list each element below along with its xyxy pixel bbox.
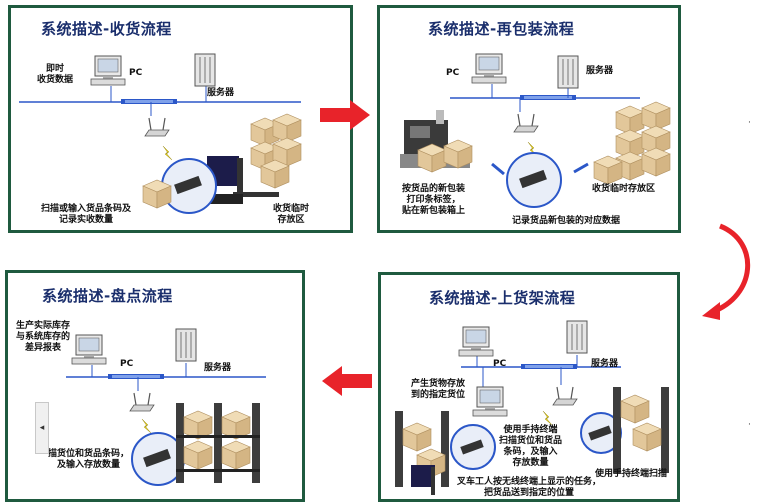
shelve-diagram xyxy=(395,320,669,495)
staging-label: 收货临时存放区 xyxy=(592,184,656,194)
panel-title: 系统描述-收货流程 xyxy=(41,20,172,38)
repack-diagram xyxy=(400,53,671,208)
scanner-icon xyxy=(460,439,484,455)
forklift-task-label: 叉车工人按无线终端上显示的任务， 把货品送到指定的位置 xyxy=(457,477,602,498)
pc-icon xyxy=(471,53,507,84)
pc-icon xyxy=(90,55,126,86)
box-stack-icon xyxy=(250,113,302,189)
difference-report-label: 生产实际库存 与系统库存的 差异报表 xyxy=(16,321,71,353)
panel-repack: 系统描述-再包装流程 PC 服务器 按货品的新包装 xyxy=(377,5,681,233)
wireless-router-icon xyxy=(144,117,170,137)
server-icon xyxy=(194,53,216,87)
assign-location-label: 产生货物存放 到的指定货位 xyxy=(411,379,466,400)
panel-title: 系统描述-盘点流程 xyxy=(42,287,173,305)
server-label: 服务器 xyxy=(204,363,232,373)
server-label: 服务器 xyxy=(586,66,614,76)
slide-marker: · xyxy=(748,420,751,430)
server-icon xyxy=(175,328,197,362)
server-icon xyxy=(557,55,579,89)
arrow-icon xyxy=(322,366,372,396)
receive-diagram xyxy=(19,53,302,214)
arrow-icon xyxy=(702,223,751,320)
realtime-data-label: 即时 收货数据 xyxy=(37,64,74,85)
forklift-icon xyxy=(411,465,435,495)
pc-icon xyxy=(458,326,494,357)
staging-label: 收货临时 存放区 xyxy=(273,204,310,225)
panel-title: 系统描述-上货架流程 xyxy=(429,289,576,307)
rack-icon xyxy=(395,411,449,487)
wireless-router-icon xyxy=(129,392,155,412)
panel-receive: 系统描述-收货流程 PC 即时 收货数据 服务器 扫描或输入货品条码及 记录实收… xyxy=(8,5,353,233)
handheld-scan-label: 使用手持终端 扫描货位和货品 条码，及输入 存放数量 xyxy=(499,425,563,468)
pc-label: PC xyxy=(120,359,134,369)
slide-marker: · xyxy=(748,118,751,128)
wireless-router-icon xyxy=(513,113,539,133)
server-label: 服务器 xyxy=(591,359,619,369)
rack-icon xyxy=(613,387,669,473)
scanner-icon xyxy=(588,425,612,441)
pc-label: PC xyxy=(493,359,507,369)
panel-count: 系统描述-盘点流程 生产实际库存 与系统库存的 差异报表 PC 服务器 描货位和… xyxy=(5,270,305,502)
scanner-icon xyxy=(143,448,171,468)
scanner-icon xyxy=(519,169,547,189)
pc-icon xyxy=(71,334,107,365)
scan-label: 扫描或输入货品条码及 记录实收数量 xyxy=(41,204,132,225)
arrow-icon xyxy=(320,100,370,130)
panel-shelve: 系统描述-上货架流程 xyxy=(378,272,680,502)
scroll-left-button[interactable]: ◂ xyxy=(35,402,49,454)
server-icon xyxy=(566,320,588,354)
record-label: 记录货品新包装的对应数据 xyxy=(512,216,621,226)
server-label: 服务器 xyxy=(207,88,235,98)
pc-label: PC xyxy=(446,68,460,78)
print-label-instruction: 按货品的新包装 打印条标签， 贴在新包装箱上 xyxy=(402,184,466,216)
scanner-label: 使用手持终端扫描 xyxy=(595,469,668,479)
scan-label: 描货位和货品条码， 及输入存放数量 xyxy=(48,449,130,470)
wireless-router-icon xyxy=(552,386,578,406)
scanner-icon xyxy=(174,175,202,195)
count-diagram xyxy=(66,328,266,486)
box-stack-icon xyxy=(142,179,172,209)
panel-title: 系统描述-再包装流程 xyxy=(428,20,575,38)
rack-icon xyxy=(176,403,260,483)
pc-icon xyxy=(472,386,508,417)
pc-label: PC xyxy=(129,68,143,78)
box-stack-icon xyxy=(593,101,671,185)
